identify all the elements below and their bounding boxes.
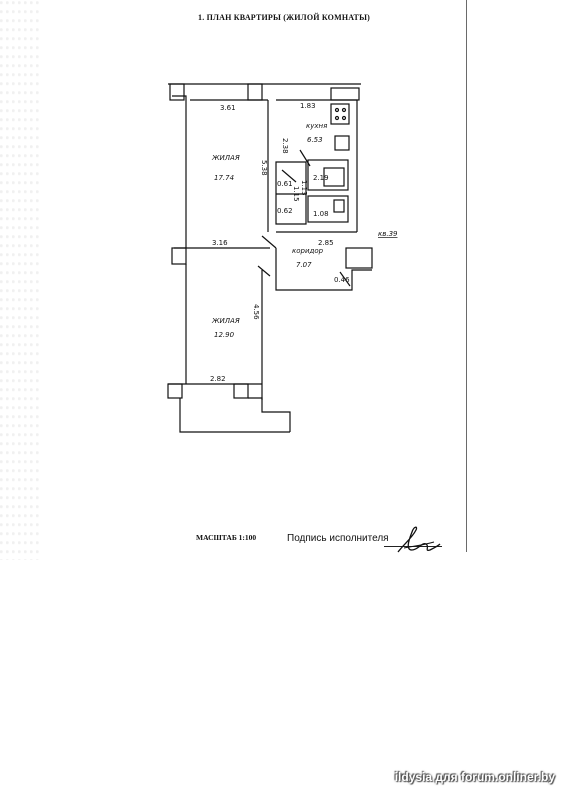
room-name-living-1: ЖИЛАЯ bbox=[211, 154, 240, 162]
balcony-step bbox=[248, 397, 291, 432]
scale-label: МАСШТАБ 1:100 bbox=[196, 533, 257, 542]
balcony bbox=[179, 398, 290, 433]
scan-noise bbox=[0, 0, 40, 560]
window-kitchen bbox=[330, 87, 360, 101]
room-name-living-2: ЖИЛАЯ bbox=[211, 317, 240, 325]
bathtub bbox=[323, 167, 345, 187]
window-left-mid bbox=[171, 247, 187, 265]
dim-closet-2: 1.13 bbox=[300, 180, 308, 196]
door-living2 bbox=[257, 265, 271, 277]
dim-middle-width: 3.16 bbox=[212, 239, 228, 247]
door-swing-2 bbox=[299, 149, 311, 167]
watermark: ildysia для forum.onliner.by bbox=[394, 770, 555, 784]
handwritten-signature bbox=[397, 526, 441, 553]
area-closet-1: 0.61 bbox=[277, 180, 293, 188]
sink bbox=[334, 135, 350, 151]
dim-living1-width: 3.61 bbox=[220, 104, 236, 112]
room-area-living-1: 17.74 bbox=[214, 174, 234, 182]
closet-block bbox=[275, 161, 307, 225]
room-area-living-2: 12.90 bbox=[214, 331, 235, 339]
dim-kitchen-depth: 2.38 bbox=[281, 138, 289, 154]
window-top-mid bbox=[247, 83, 263, 101]
area-niche: 0.46 bbox=[334, 276, 350, 284]
room-area-kitchen: 6.53 bbox=[307, 136, 323, 144]
dim-living2-depth: 4.56 bbox=[252, 304, 260, 320]
area-closet-2: 0.62 bbox=[277, 207, 293, 215]
wc bbox=[307, 195, 349, 223]
room-name-corridor: коридор bbox=[292, 247, 324, 255]
signature-label: Подпись исполнителя bbox=[287, 533, 389, 544]
door-living1 bbox=[261, 235, 277, 249]
margin-line bbox=[466, 0, 467, 552]
window-bottom-left bbox=[167, 383, 183, 399]
dim-kitchen-width: 1.83 bbox=[300, 102, 316, 110]
corridor-walls bbox=[275, 248, 372, 291]
dim-corridor-width: 2.85 bbox=[318, 239, 334, 247]
dim-living2-width: 2.82 bbox=[210, 375, 226, 383]
area-wc: 1.08 bbox=[313, 210, 329, 218]
toilet bbox=[333, 199, 345, 213]
area-bathroom: 2.19 bbox=[313, 174, 329, 182]
door-swing-1 bbox=[281, 169, 297, 183]
window-top-left bbox=[169, 83, 185, 101]
apartment-mark: кв.39 bbox=[378, 230, 398, 238]
window-bottom-right bbox=[233, 383, 249, 399]
entry-door bbox=[345, 247, 373, 269]
stove bbox=[330, 103, 350, 125]
dim-closet-1: 1.15 bbox=[292, 186, 300, 202]
bathroom bbox=[307, 159, 349, 191]
room-name-kitchen: кухня bbox=[306, 122, 327, 130]
left-wall-upper bbox=[172, 95, 187, 248]
document-title: 1. ПЛАН КВАРТИРЫ (ЖИЛОЙ КОМНАТЫ) bbox=[198, 13, 371, 22]
dim-living1-depth: 5.38 bbox=[260, 160, 268, 176]
kitchen-walls bbox=[276, 99, 358, 232]
room-area-corridor: 7.07 bbox=[296, 261, 312, 269]
